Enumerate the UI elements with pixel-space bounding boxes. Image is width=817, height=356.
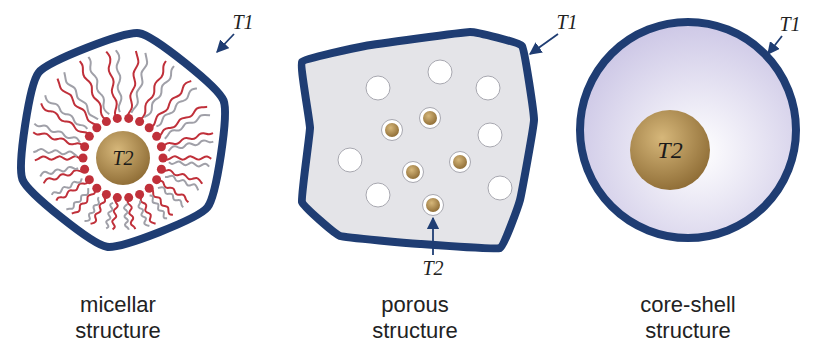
surfactant-tail bbox=[52, 178, 82, 195]
surfactant-head bbox=[157, 165, 166, 174]
pore-ring bbox=[420, 108, 441, 129]
surfactant-tail bbox=[131, 53, 147, 113]
surfactant-tail bbox=[33, 149, 77, 156]
surfactant-tail bbox=[33, 132, 84, 148]
surfactant-tail bbox=[35, 156, 83, 160]
loaded-particle bbox=[426, 198, 440, 212]
pore-ring bbox=[450, 152, 471, 173]
structure-caption: core-shell structure bbox=[618, 292, 758, 345]
surfactant-head bbox=[92, 123, 101, 132]
surfactant-tail bbox=[126, 51, 138, 118]
surfactant-head bbox=[80, 142, 89, 151]
pore-ring bbox=[403, 162, 424, 183]
empty-pore bbox=[338, 148, 362, 172]
core-particle: T2 bbox=[630, 110, 710, 190]
surfactant-tail bbox=[116, 50, 122, 112]
leader-arrow bbox=[432, 218, 434, 255]
surfactant-head bbox=[85, 175, 94, 184]
surfactant-tail bbox=[88, 57, 109, 114]
loaded-particle bbox=[406, 165, 420, 179]
surfactant-tail bbox=[124, 204, 129, 230]
surfactant-head bbox=[145, 123, 154, 132]
surfactant-head bbox=[79, 154, 88, 163]
surfactant-head bbox=[113, 114, 122, 123]
loaded-particle bbox=[385, 123, 399, 137]
micelle-drawing bbox=[21, 33, 225, 247]
layer-label: T1 bbox=[779, 12, 800, 36]
surfactant-tail bbox=[138, 201, 149, 226]
leader-lines bbox=[217, 34, 782, 255]
core-shell-drawing bbox=[580, 22, 796, 238]
empty-pore bbox=[478, 123, 502, 147]
leader-arrow bbox=[768, 36, 782, 54]
surfactant-tail bbox=[169, 140, 214, 151]
layer-label: T1 bbox=[232, 10, 253, 34]
surfactant-tail bbox=[150, 196, 168, 219]
surfactant-head bbox=[135, 117, 144, 126]
surfactant-tail bbox=[165, 115, 210, 139]
surfactant-head bbox=[92, 184, 101, 193]
core-circle-shape bbox=[96, 131, 150, 185]
surfactant-tail bbox=[156, 88, 197, 126]
shell-outline bbox=[580, 22, 796, 238]
layer-label: T1 bbox=[556, 10, 577, 34]
porous-matrix bbox=[302, 32, 534, 248]
surfactant-head bbox=[152, 132, 161, 141]
porous-drawing bbox=[302, 32, 534, 248]
surfactant-head bbox=[124, 114, 133, 123]
surfactant-tail bbox=[169, 161, 209, 166]
surfactant-head bbox=[102, 117, 111, 126]
surfactant-head bbox=[157, 142, 166, 151]
surfactant-head bbox=[135, 190, 144, 199]
loaded-particle bbox=[453, 155, 467, 169]
core-label: T2 bbox=[112, 147, 133, 170]
surfactant-head bbox=[152, 175, 161, 184]
surfactant-tail bbox=[106, 52, 117, 119]
pore-ring bbox=[382, 120, 403, 141]
surfactant-tail bbox=[106, 203, 113, 228]
surfactant-tail bbox=[149, 81, 191, 128]
surfactant-head bbox=[145, 184, 154, 193]
empty-pore bbox=[488, 176, 512, 200]
surfactant-tail bbox=[80, 61, 108, 121]
surfactant-tail bbox=[41, 103, 90, 135]
surfactant-head bbox=[113, 193, 122, 202]
surfactant-tail bbox=[112, 198, 118, 230]
core-particle: T2 bbox=[96, 131, 150, 185]
surfactant-tail bbox=[163, 156, 211, 159]
surfactant-head bbox=[124, 193, 133, 202]
core-text: T2 bbox=[657, 137, 682, 164]
surfactant-tail bbox=[40, 167, 78, 176]
structure-caption: micellar structure bbox=[53, 292, 183, 345]
empty-pore bbox=[428, 60, 452, 84]
surfactant-tail bbox=[34, 124, 79, 143]
pore-ring bbox=[423, 195, 444, 216]
loaded-particle bbox=[423, 111, 437, 125]
leader-arrow bbox=[530, 34, 558, 54]
surfactant-head bbox=[159, 154, 168, 163]
empty-pore bbox=[366, 76, 390, 100]
surfactant-head bbox=[85, 132, 94, 141]
empty-pore bbox=[366, 183, 390, 207]
core-text: T2 bbox=[112, 147, 133, 170]
empty-pore bbox=[476, 76, 500, 100]
core-label: T2 bbox=[657, 137, 682, 164]
surfactant-tail bbox=[144, 66, 174, 117]
particle-label: T2 bbox=[422, 256, 443, 280]
structure-caption: porous structure bbox=[350, 292, 480, 345]
core-circle-shape bbox=[630, 110, 710, 190]
surfactant-head bbox=[80, 165, 89, 174]
leader-arrow bbox=[217, 34, 234, 52]
surfactant-head bbox=[102, 190, 111, 199]
micelle-outline bbox=[21, 33, 225, 247]
